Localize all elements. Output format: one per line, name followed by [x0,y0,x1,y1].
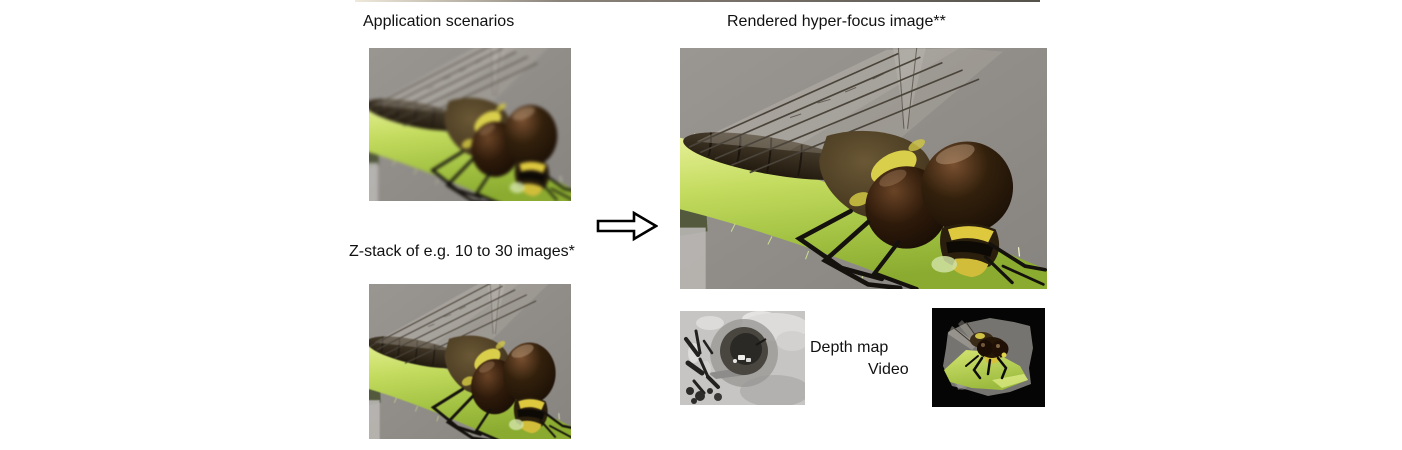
photo-rendered-hyper-focus [680,48,1047,289]
label-video: Video [868,361,909,378]
arrow-right-icon [596,208,658,244]
label-z-stack: Z-stack of e.g. 10 to 30 images* [349,243,575,260]
label-application-scenarios: Application scenarios [363,13,515,30]
photo-z-stack-sample-1 [369,48,571,201]
label-depth-map: Depth map [810,339,889,356]
photo-video-thumbnail [932,308,1045,407]
label-rendered-hyper-focus: Rendered hyper-focus image** [727,13,946,30]
top-crop-line [355,0,1040,2]
photo-z-stack-sample-2 [369,284,571,439]
photo-depth-map [680,311,805,405]
